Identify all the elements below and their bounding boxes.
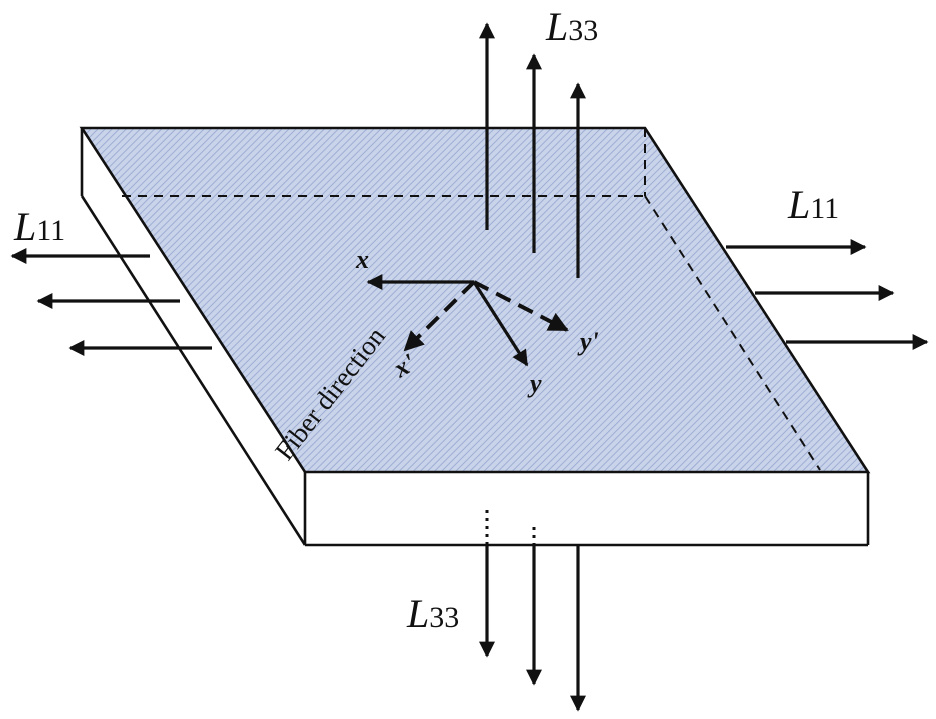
l11-left-label: L11 [13,204,65,249]
l11-right-label: L11 [787,182,839,227]
axis-y-label: y [527,369,542,398]
l33-bottom-arrows [479,510,586,712]
plate-edges [79,126,871,547]
l11-left-arrows [10,248,212,356]
l11-right-arrows [726,239,929,350]
coordinate-axes [366,274,569,367]
l33-top-arrows [479,22,586,278]
plate-hidden-edges [122,128,821,471]
l33-top-label: L33 [545,4,598,49]
l33-bottom-label: L33 [406,591,459,636]
plate-front-face [305,472,868,545]
axis-y-prime-label: y' [577,327,599,356]
plate-top-face [82,128,868,472]
plate-left-face [82,128,305,545]
axis-x-label: x [355,245,369,274]
